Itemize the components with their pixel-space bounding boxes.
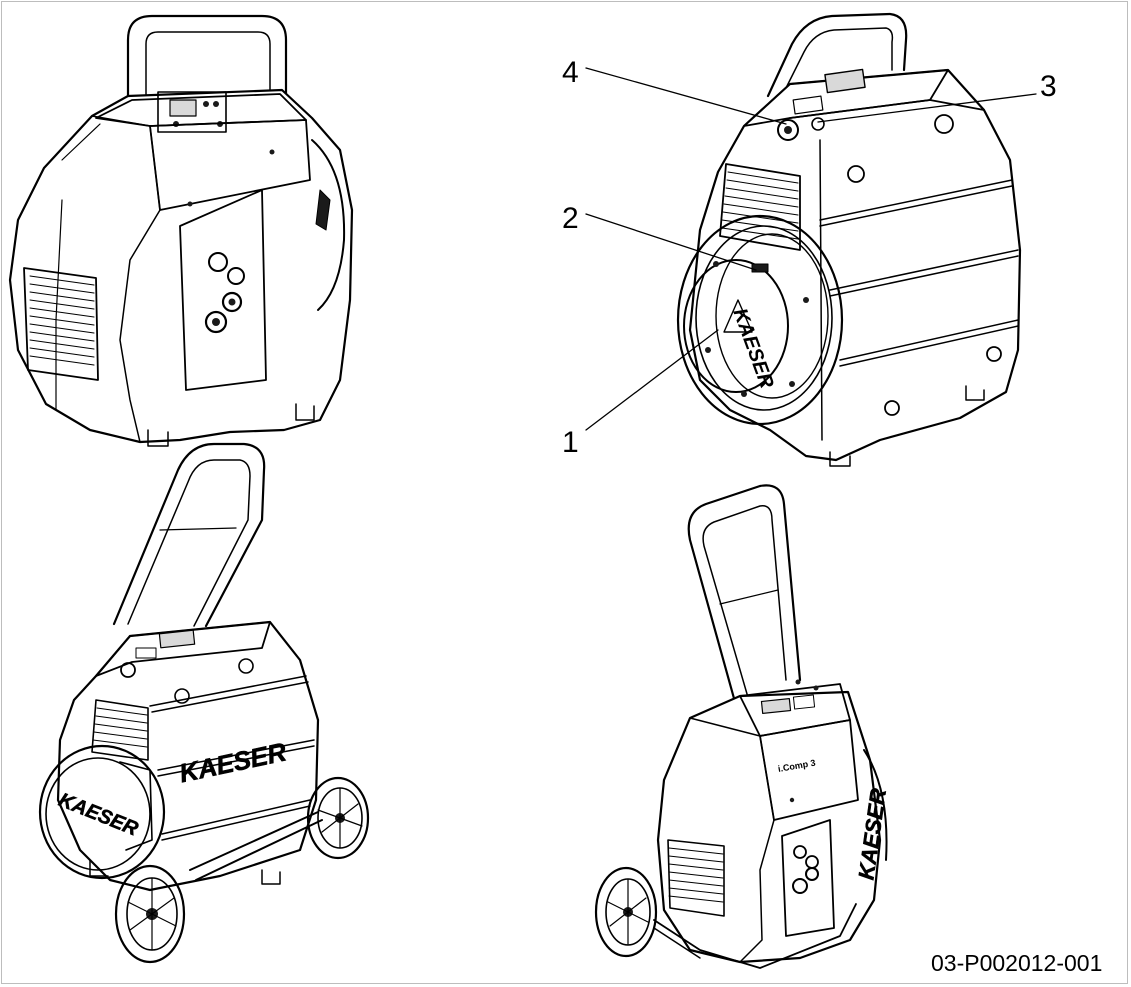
callout-1: 1 — [562, 426, 579, 459]
figure-code: 03-P002012-001 — [931, 950, 1102, 976]
compressor-rear-view: KAESER — [585, 12, 1037, 467]
compressor-with-trolley-front-view: i.Comp 3 KAESER — [594, 484, 891, 969]
compressor-front-view — [8, 14, 354, 447]
compressor-with-trolley-rear-view: KAESER KAESER — [38, 442, 370, 964]
callout-4: 4 — [562, 56, 579, 89]
callout-2: 2 — [562, 202, 579, 235]
callout-3: 3 — [1040, 70, 1057, 103]
